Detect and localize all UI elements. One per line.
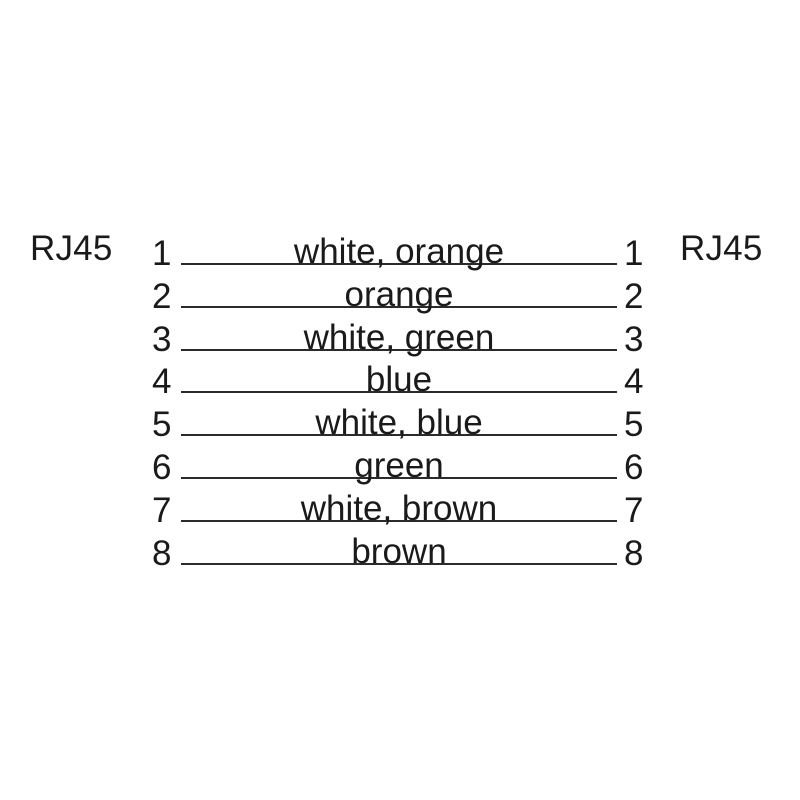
pin-number-left: 6 xyxy=(152,448,172,487)
pin-number-right: 1 xyxy=(624,234,644,273)
pin-number-right: 6 xyxy=(624,448,644,487)
pin-number-right: 3 xyxy=(624,319,644,359)
wire-color-label: orange xyxy=(344,274,454,314)
wire-color-label: white, green xyxy=(303,317,495,357)
wire-line xyxy=(181,562,617,565)
pin-number-right: 4 xyxy=(624,362,644,402)
pin-number-left: 2 xyxy=(152,276,172,316)
wire-color-label: white, blue xyxy=(315,403,483,443)
pin-number-left: 8 xyxy=(152,533,172,573)
pin-number-right: 8 xyxy=(624,533,644,573)
pin-number-right: 2 xyxy=(624,276,644,316)
wire-color-label: white, orange xyxy=(293,232,505,271)
wire-line xyxy=(181,519,617,522)
wire-line xyxy=(181,263,617,265)
pin-number-left: 4 xyxy=(152,362,172,402)
pin-number-left: 7 xyxy=(152,490,172,530)
wire-line xyxy=(181,348,617,351)
pin-number-right: 7 xyxy=(624,490,644,530)
wire-line xyxy=(181,305,617,308)
wire-color-label: white, brown xyxy=(300,488,498,528)
wire-line xyxy=(181,477,617,479)
pin-number-right: 5 xyxy=(624,405,644,445)
pin-number-left: 3 xyxy=(152,319,172,359)
wire-line xyxy=(181,434,617,437)
pin-number-left: 5 xyxy=(152,405,172,445)
connector-label-right: RJ45 xyxy=(680,229,763,268)
pin-number-left: 1 xyxy=(152,234,172,273)
wire-color-label: blue xyxy=(365,360,433,400)
wire-color-label: green xyxy=(354,446,444,485)
wire-line xyxy=(181,391,617,394)
wire-color-label: brown xyxy=(351,531,447,571)
connector-label-left: RJ45 xyxy=(30,229,113,268)
